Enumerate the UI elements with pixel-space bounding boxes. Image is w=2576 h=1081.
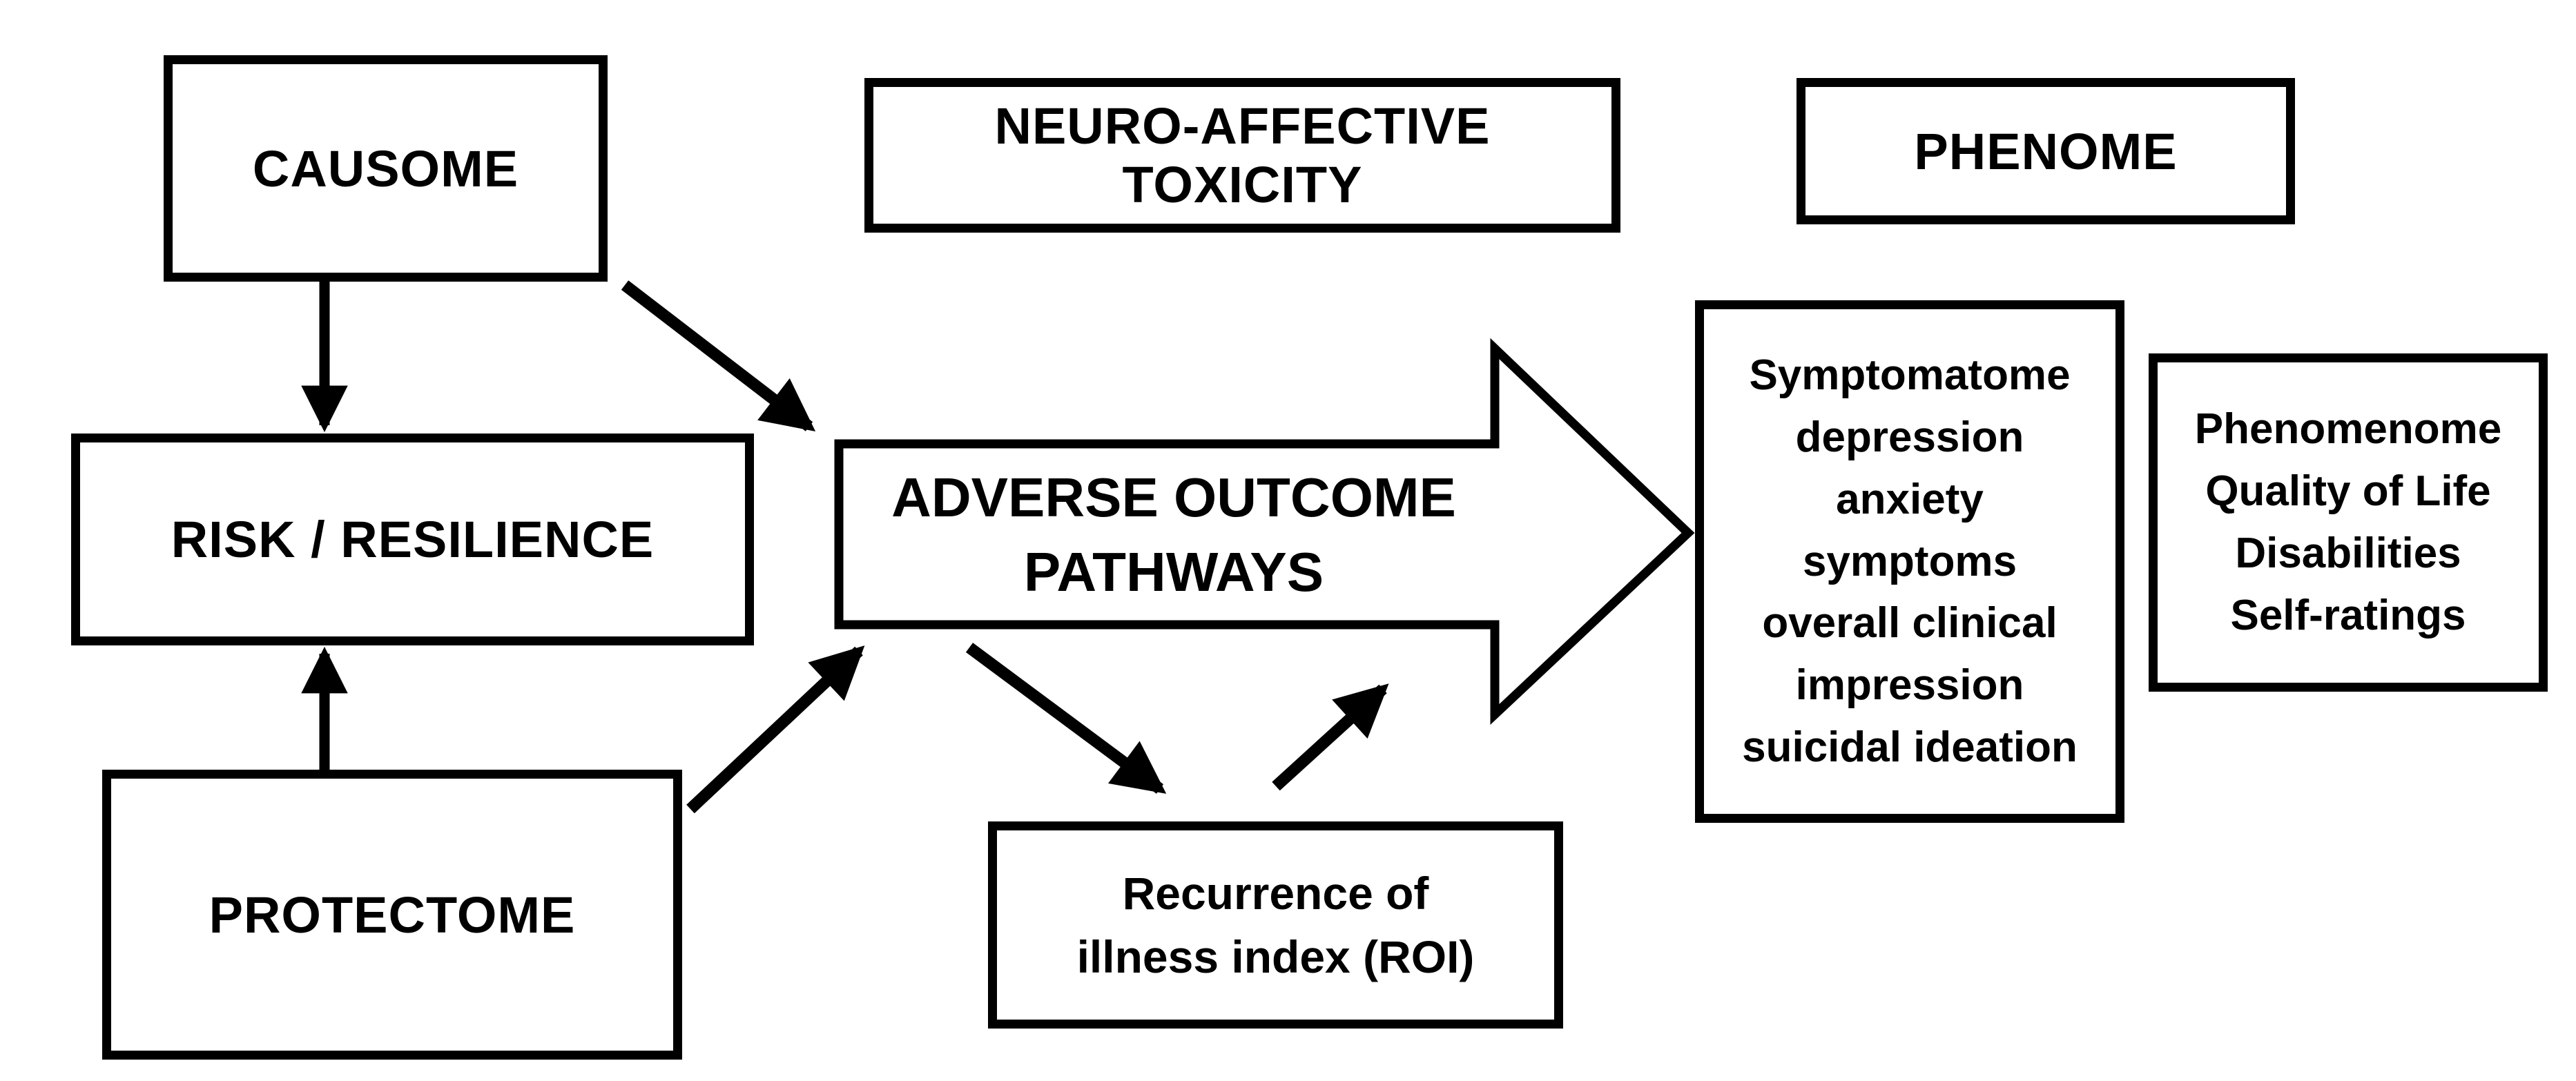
symptomatome-line: suicidal ideation: [1742, 723, 2078, 772]
recurrence-of-illness-box: Recurrence of illness index (ROI): [988, 821, 1563, 1029]
phenomenome-box: Phenomenome Quality of Life Disabilities…: [2149, 353, 2548, 692]
recurrence-of-illness-line1: Recurrence of: [1122, 867, 1429, 919]
phenomenome-line: Quality of Life: [2205, 467, 2491, 516]
adverse-outcome-pathways-arrow-shape: [834, 338, 1695, 725]
recurrence-of-illness-line2: illness index (ROI): [1076, 931, 1475, 982]
symptomatome-box: Symptomatome depression anxiety symptoms…: [1695, 300, 2124, 823]
symptomatome-line: impression: [1795, 661, 2024, 710]
arrow-protectome-to-aop: [686, 645, 865, 814]
phenome-label: PHENOME: [1914, 122, 2178, 180]
causome-box: CAUSOME: [164, 55, 608, 282]
neuro-affective-toxicity-label: NEURO-AFFECTIVE TOXICITY: [994, 97, 1491, 213]
risk-resilience-label: RISK / RESILIENCE: [171, 511, 655, 568]
arrow-roi-to-aop-head: [1272, 683, 1389, 791]
causome-label: CAUSOME: [252, 139, 519, 197]
protectome-box: PROTECTOME: [102, 770, 682, 1060]
adverse-outcome-pathways-line2: PATHWAYS: [1023, 541, 1324, 603]
symptomatome-line: overall clinical: [1762, 599, 2057, 647]
neuro-affective-toxicity-box: NEURO-AFFECTIVE TOXICITY: [864, 78, 1620, 233]
arrow-causome-to-aop: [621, 280, 816, 431]
protectome-label: PROTECTOME: [209, 886, 576, 944]
symptomatome-line: depression: [1795, 413, 2024, 461]
arrow-aop-to-roi: [965, 643, 1167, 794]
symptomatome-line: Symptomatome: [1749, 351, 2071, 399]
symptomatome-line: anxiety: [1836, 475, 1984, 523]
phenome-box: PHENOME: [1797, 78, 2295, 224]
phenomenome-line: Self-ratings: [2230, 591, 2466, 639]
adverse-outcome-pathways-line1: ADVERSE OUTCOME: [891, 467, 1456, 528]
symptomatome-line: symptoms: [1802, 537, 2017, 585]
phenomenome-line: Disabilities: [2235, 529, 2461, 577]
risk-resilience-box: RISK / RESILIENCE: [71, 434, 754, 645]
phenomenome-line: Phenomenome: [2194, 405, 2502, 454]
adverse-outcome-pathways-label: ADVERSE OUTCOME PATHWAYS: [853, 452, 1495, 618]
